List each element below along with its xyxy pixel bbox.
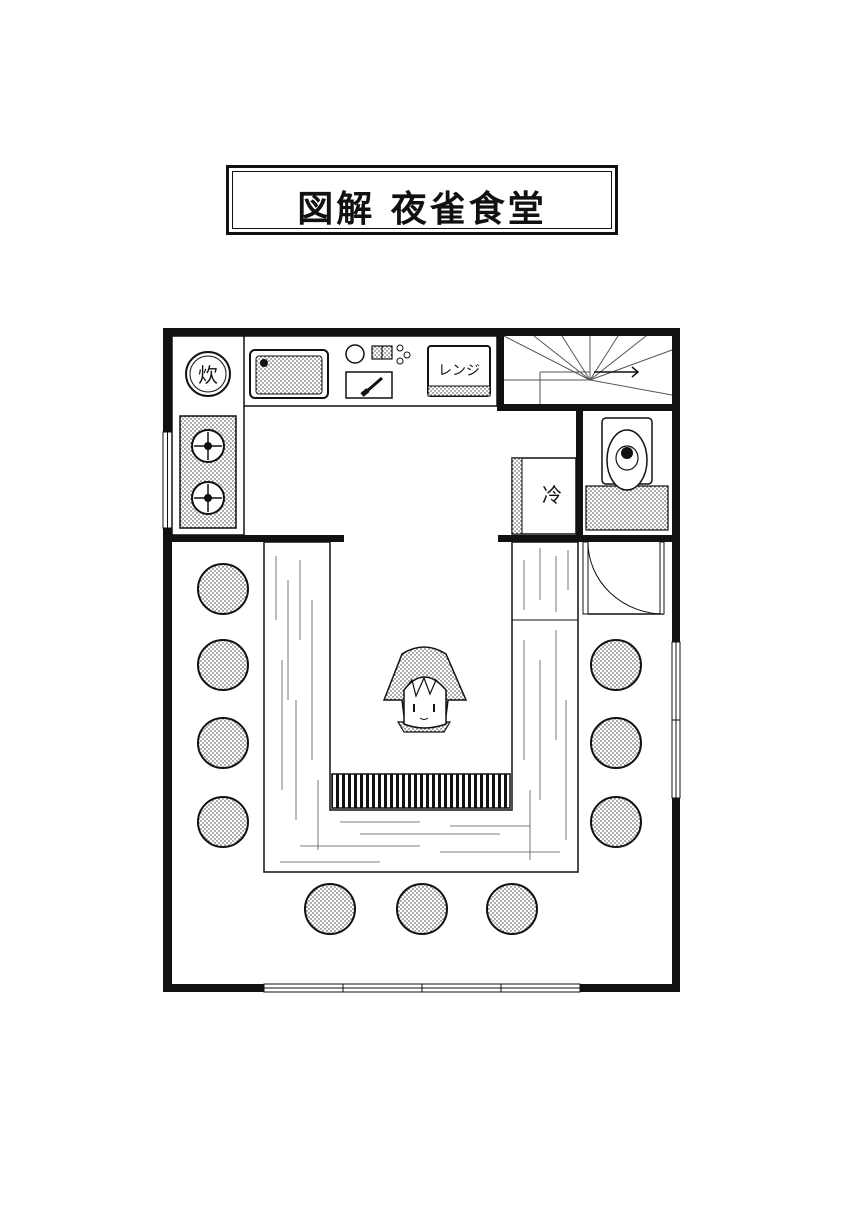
stool-icon <box>304 883 356 935</box>
floor-grate <box>331 773 511 809</box>
stool-icon <box>396 883 448 935</box>
bottom-window <box>263 983 581 993</box>
stairs <box>503 335 673 404</box>
stools <box>197 563 642 935</box>
counter-bar <box>263 541 579 873</box>
stool-icon <box>197 796 249 848</box>
stool-icon <box>590 639 642 691</box>
left-window <box>162 431 173 529</box>
fridge-label: 冷 <box>542 483 562 507</box>
toilet-door[interactable] <box>582 541 665 615</box>
cutting-board-icon <box>345 371 393 399</box>
microwave-label: レンジ <box>438 363 480 379</box>
stool-icon <box>486 883 538 935</box>
fridge-icon: 冷 <box>511 457 577 535</box>
stool-icon <box>197 717 249 769</box>
stool-icon <box>590 717 642 769</box>
stool-icon <box>197 639 249 691</box>
microwave-icon: レンジ <box>427 345 491 397</box>
title-box: 図解 夜雀食堂 <box>226 165 618 235</box>
character-icon <box>382 646 468 733</box>
rice-cooker-icon: 炊 <box>185 351 231 397</box>
stove-icon <box>179 415 237 529</box>
stool-icon <box>197 563 249 615</box>
rice-cooker-label: 炊 <box>198 363 218 387</box>
inner-walls <box>172 336 672 542</box>
toilet-icon <box>585 417 669 531</box>
right-window <box>671 641 681 799</box>
kitchen-items-icon <box>345 344 411 365</box>
sink-icon <box>249 349 329 399</box>
stool-icon <box>590 796 642 848</box>
